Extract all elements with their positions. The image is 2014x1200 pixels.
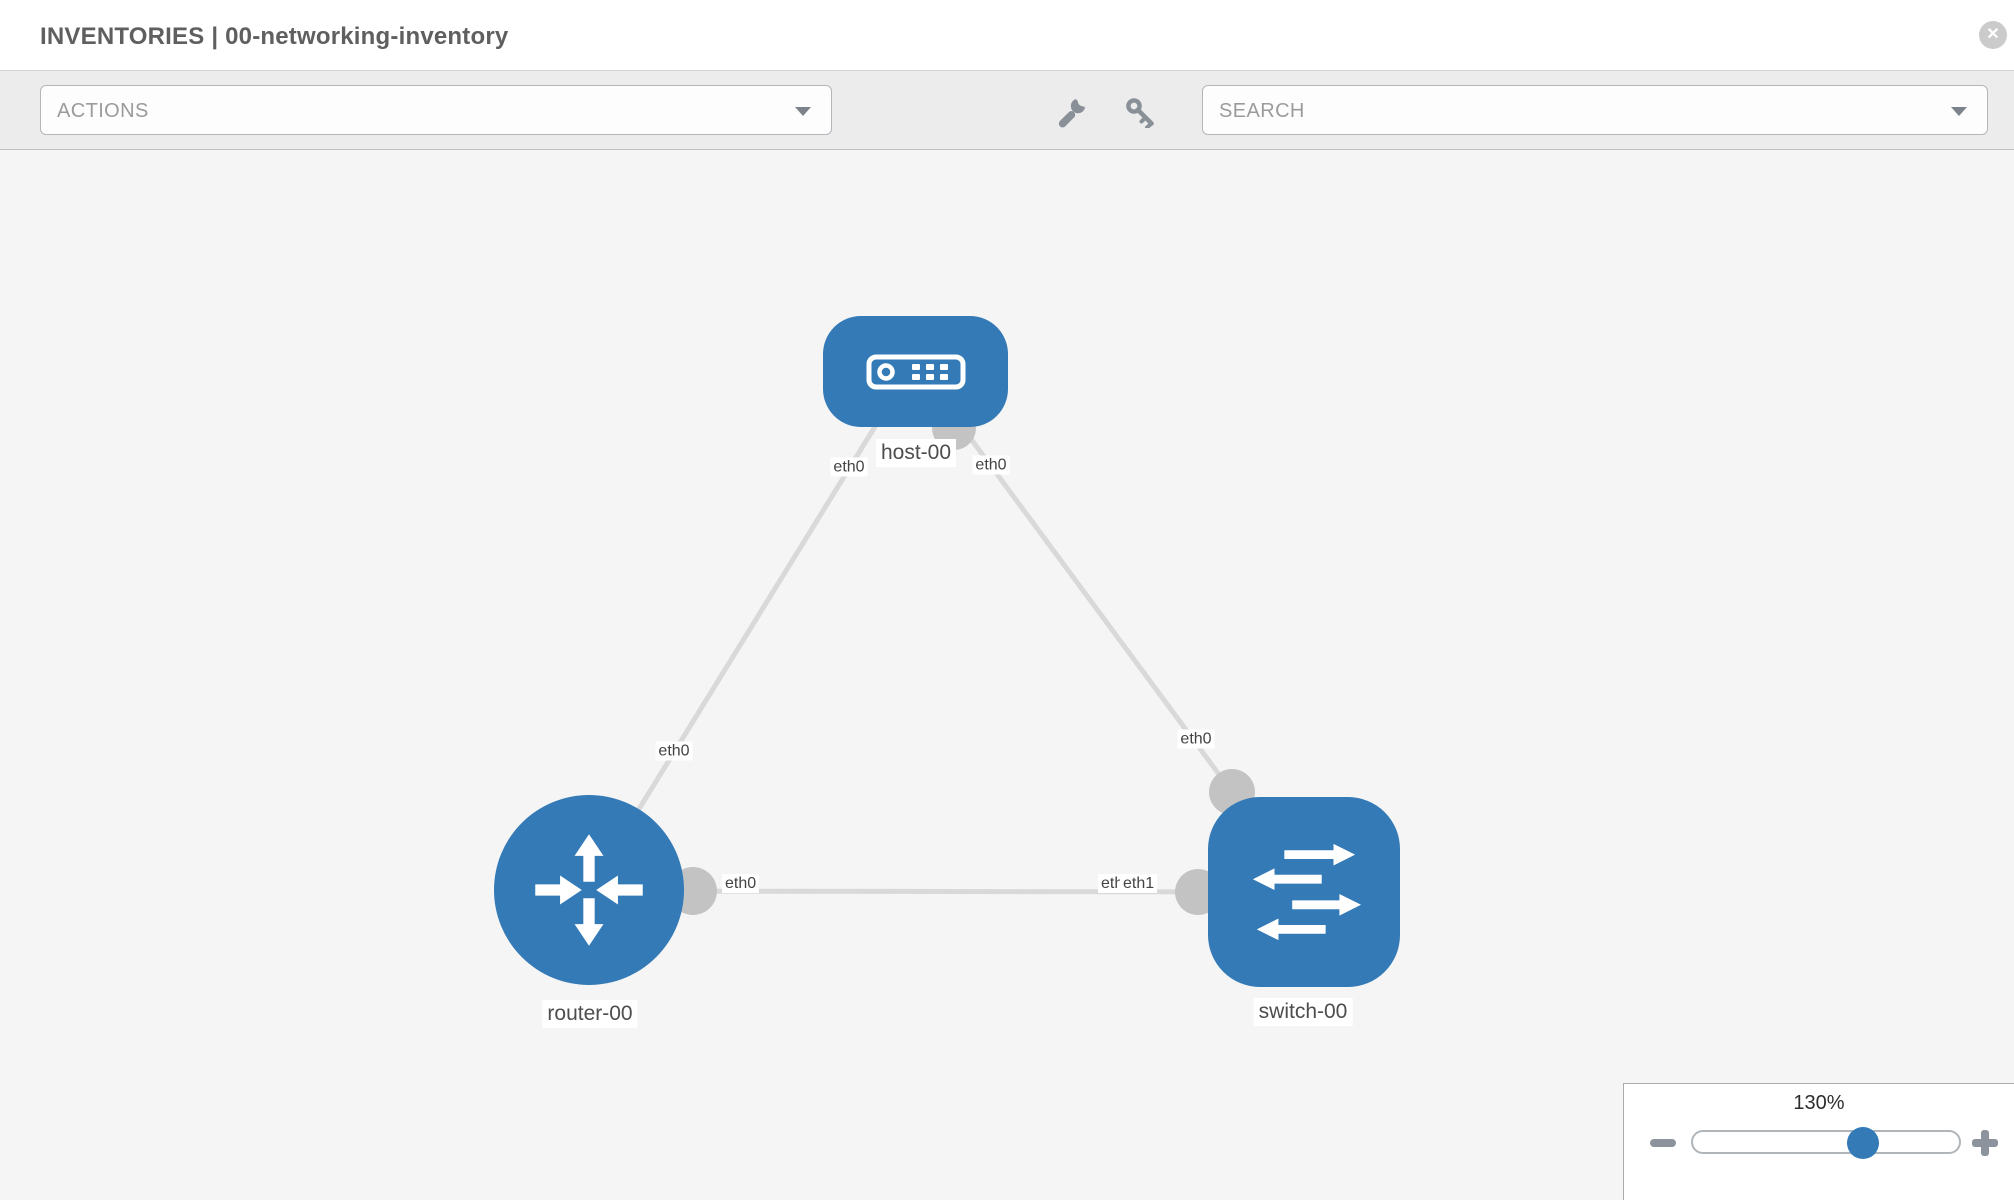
zoom-slider-track[interactable] — [1691, 1130, 1961, 1154]
interface-label-eth0-switch-top: eth0 — [1177, 729, 1215, 749]
page-title: INVENTORIES | 00-networking-inventory — [40, 23, 509, 50]
interface-label-eth0-router-top: eth0 — [655, 741, 693, 761]
switch-icon — [1252, 843, 1362, 941]
node-label-router: router-00 — [542, 1000, 638, 1028]
configure-button[interactable] — [1056, 94, 1089, 128]
edge-host-switch — [951, 414, 1235, 794]
node-label-switch: switch-00 — [1253, 998, 1353, 1026]
node-router-00[interactable] — [494, 795, 684, 985]
router-icon — [535, 834, 643, 946]
window-header: INVENTORIES | 00-networking-inventory ✕ — [0, 0, 2014, 70]
interface-label-eth1-front: eth1 — [1120, 874, 1158, 893]
topology-edges — [586, 410, 1305, 895]
chevron-down-icon — [795, 107, 811, 116]
actions-dropdown-label: ACTIONS — [57, 100, 149, 122]
zoom-in-button[interactable]: + — [1972, 1127, 1998, 1159]
interface-label-eth0-link: eth0 — [722, 874, 760, 893]
wrench-icon — [1058, 94, 1089, 128]
node-host-00[interactable] — [823, 316, 1008, 427]
close-button[interactable]: ✕ — [1979, 21, 2007, 49]
search-dropdown-label: SEARCH — [1219, 100, 1305, 122]
zoom-panel: 130% − + — [1623, 1083, 2014, 1200]
node-label-host: host-00 — [875, 439, 957, 467]
interface-label-eth0-host-left: eth0 — [830, 457, 868, 477]
close-icon: ✕ — [1986, 26, 2000, 43]
chevron-down-icon — [1951, 107, 1967, 116]
zoom-level: 130% — [1793, 1092, 1845, 1114]
zoom-out-button[interactable]: − — [1650, 1139, 1676, 1147]
key-icon — [1126, 98, 1154, 130]
zoom-slider-handle[interactable] — [1847, 1127, 1879, 1159]
search-dropdown[interactable]: SEARCH — [1202, 85, 1988, 135]
host-icon — [866, 354, 965, 389]
actions-dropdown[interactable]: ACTIONS — [40, 85, 832, 135]
topology-canvas[interactable]: host-00 router-00 switch-00 eth0 eth0 et… — [0, 150, 2014, 1200]
credentials-button[interactable] — [1124, 96, 1156, 130]
node-switch-00[interactable] — [1208, 797, 1400, 987]
interface-label-eth0-host-right: eth0 — [972, 455, 1010, 475]
toolbar: ACTIONS SEARCH — [0, 70, 2014, 150]
